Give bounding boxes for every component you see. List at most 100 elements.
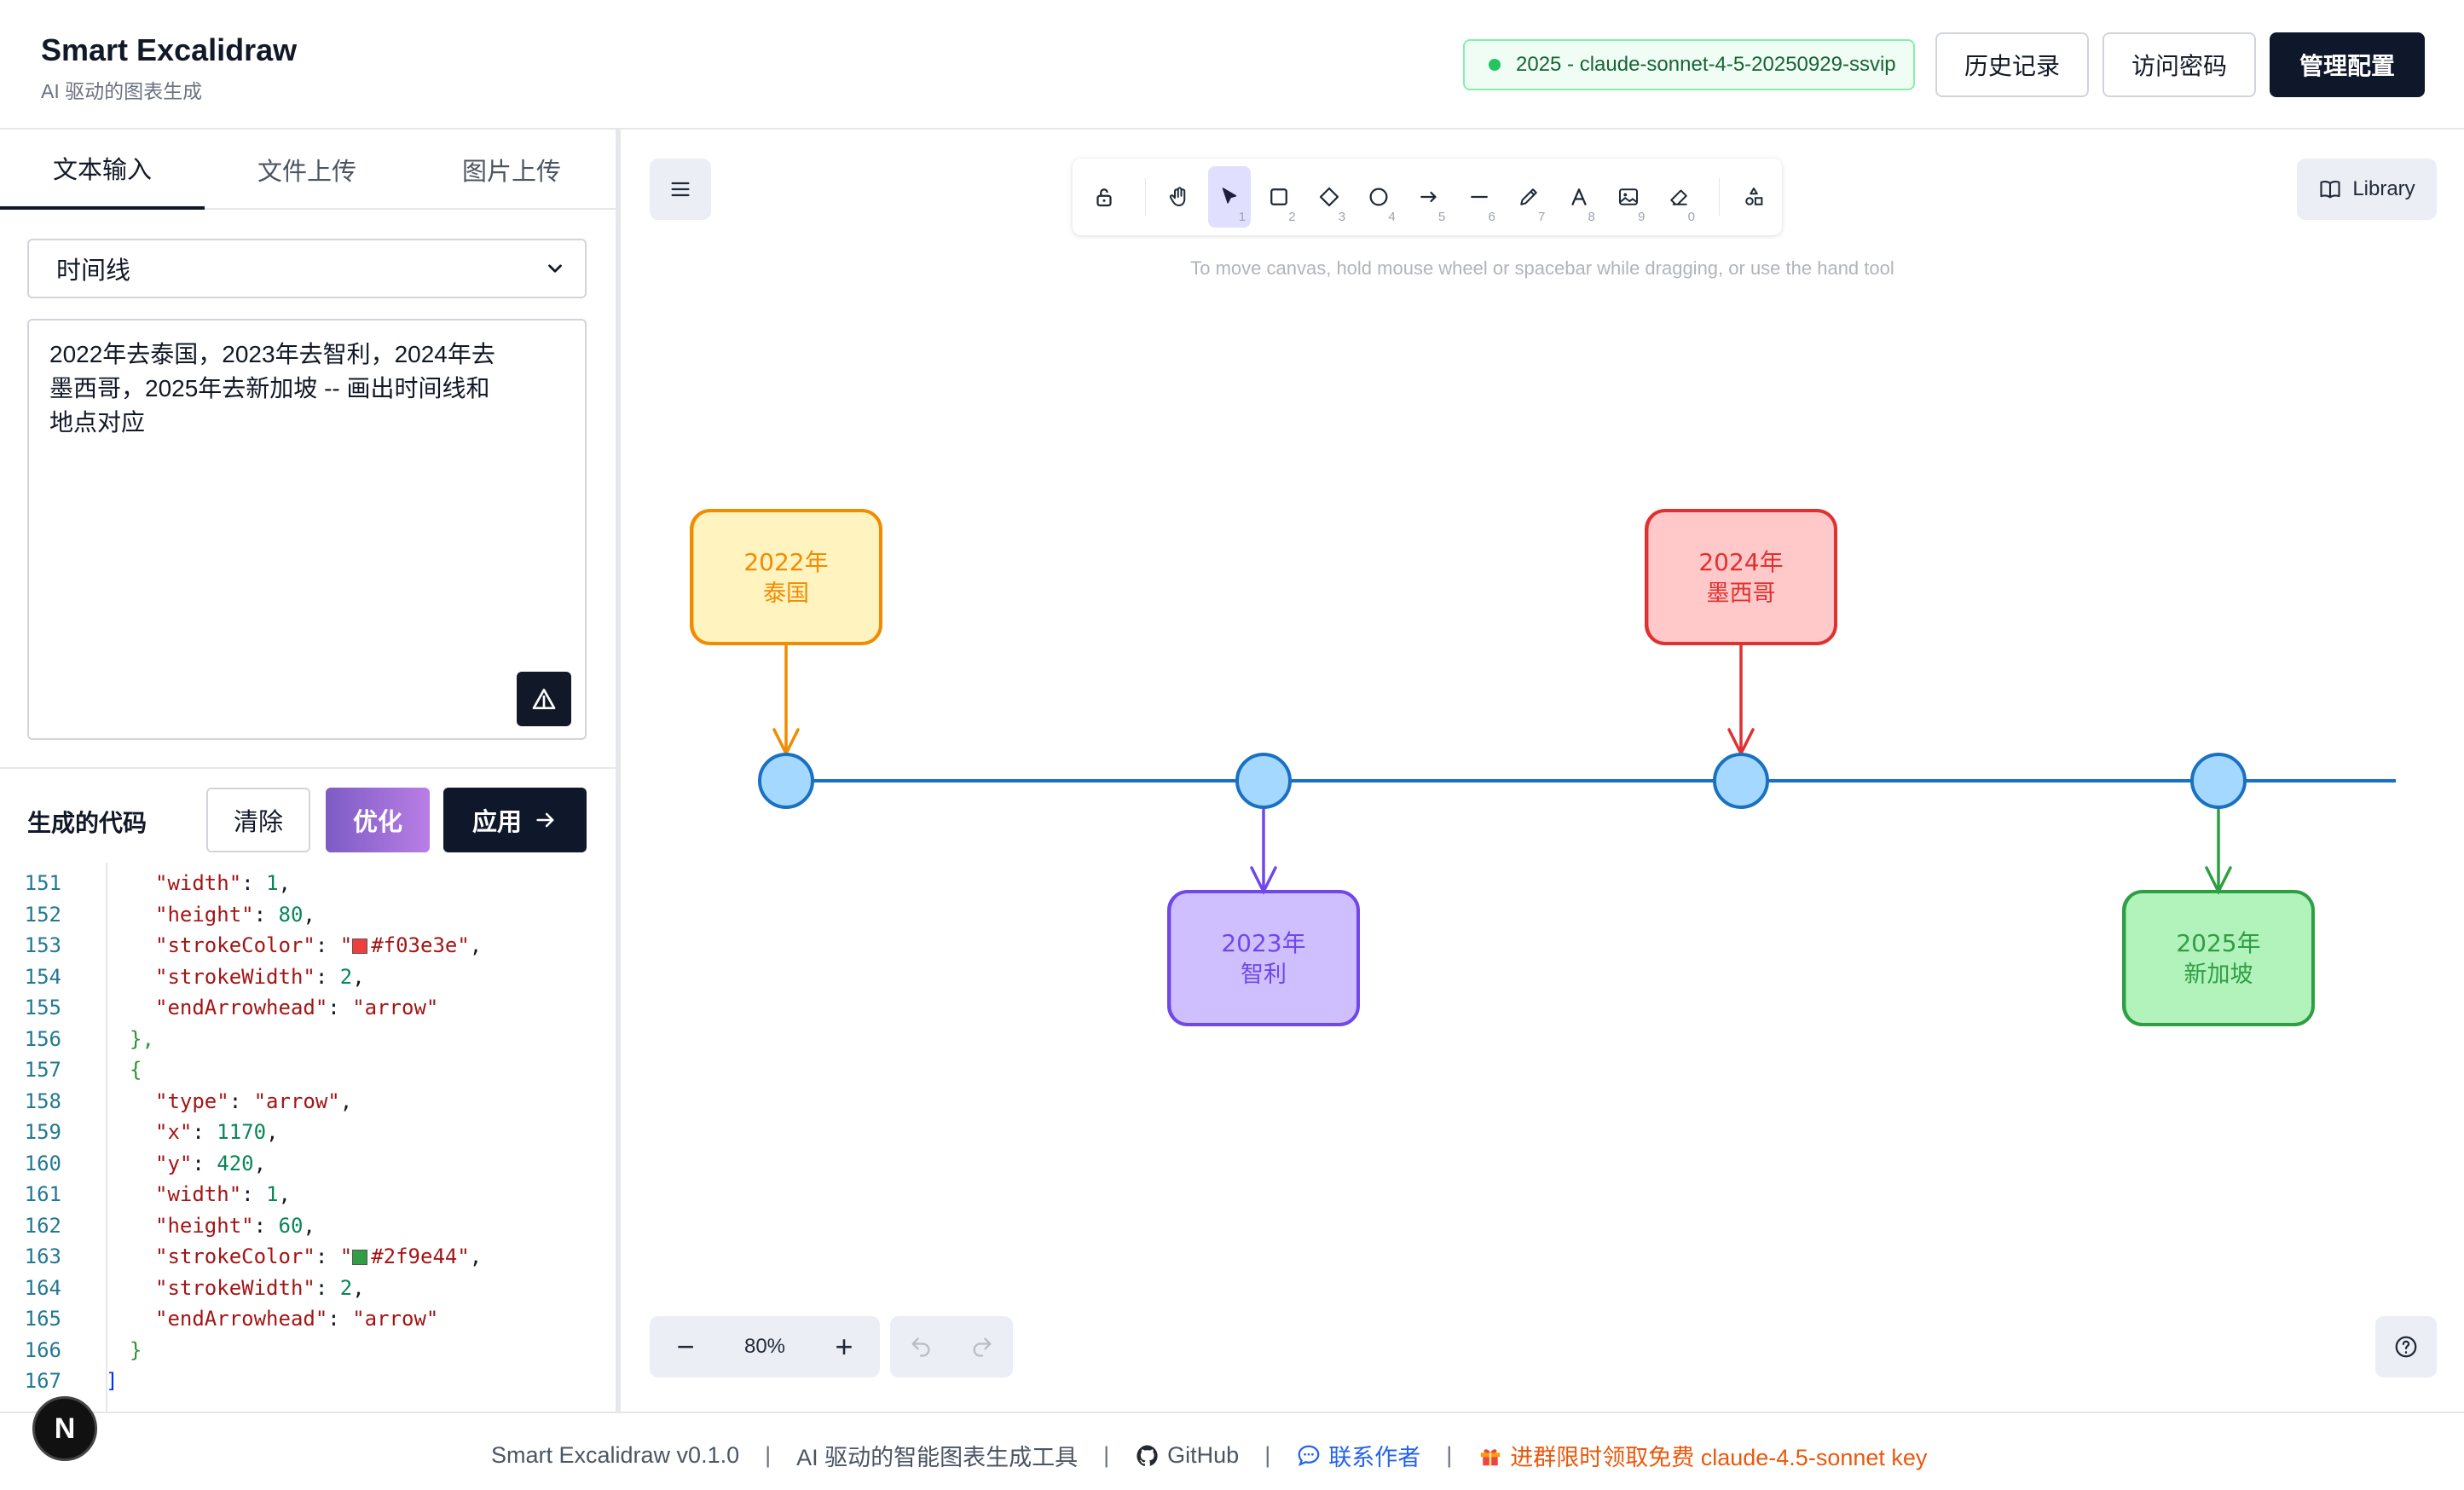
apply-button[interactable]: 应用: [443, 788, 587, 852]
model-name: 2025 - claude-sonnet-4-5-20250929-ssvip: [1516, 53, 1896, 76]
model-status-badge[interactable]: 2025 - claude-sonnet-4-5-20250929-ssvip: [1463, 39, 1915, 90]
zoom-controls: − 80% +: [650, 1316, 880, 1377]
book-icon: [2320, 181, 2340, 199]
tool-diamond[interactable]: 3: [1308, 166, 1351, 228]
line-number: 166: [24, 1337, 61, 1362]
optimize-button[interactable]: 优化: [326, 788, 430, 852]
line-number: 151: [24, 871, 61, 895]
input-tabs: 文本输入 文件上传 图片上传: [0, 130, 616, 210]
tool-shortcut-key: 1: [1238, 210, 1246, 224]
admin-config-button[interactable]: 管理配置: [2270, 32, 2425, 97]
line-number: 162: [24, 1213, 61, 1238]
code-line: 152"height": 80,: [0, 903, 616, 933]
tool-shortcut-key: 7: [1537, 210, 1546, 224]
event-year[interactable]: 2023年: [1221, 929, 1305, 957]
tool-arrow[interactable]: 5: [1408, 166, 1451, 228]
arrowhead[interactable]: [1250, 866, 1277, 895]
eraser-icon: [1669, 189, 1687, 205]
zoom-out-button[interactable]: −: [676, 1329, 695, 1364]
tab-image-upload[interactable]: 图片上传: [461, 159, 561, 186]
line-icon: [1470, 195, 1488, 199]
tool-rectangle[interactable]: 2: [1258, 166, 1301, 228]
event-box[interactable]: [1645, 509, 1837, 645]
footer-version: Smart Excalidraw v0.1.0: [491, 1442, 740, 1468]
footer-separator: |: [1264, 1442, 1271, 1468]
shapes-icon: [1744, 188, 1763, 205]
pencil-icon: [1520, 188, 1537, 205]
footer-links: Smart Excalidraw v0.1.0 | AI 驱动的智能图表生成工具…: [491, 1439, 1927, 1472]
tool-ellipse[interactable]: 4: [1357, 166, 1401, 228]
panel-splitter[interactable]: [616, 130, 621, 1412]
timeline-node[interactable]: [2190, 753, 2247, 809]
event-place[interactable]: 新加坡: [2184, 962, 2253, 988]
tool-eraser[interactable]: 0: [1657, 166, 1700, 228]
event-box[interactable]: [690, 509, 882, 645]
code-text: "strokeWidth": 2,: [155, 1275, 365, 1300]
timeline-node[interactable]: [1713, 753, 1769, 809]
prompt-line: 地点对应: [49, 409, 146, 436]
footer-separator: |: [1446, 1442, 1453, 1468]
help-button[interactable]: [2375, 1316, 2437, 1377]
line-number: 158: [24, 1089, 61, 1113]
tab-file-upload[interactable]: 文件上传: [257, 159, 356, 186]
arrow-icon: [1420, 191, 1437, 203]
contact-author-link[interactable]: 联系作者: [1328, 1445, 1421, 1470]
code-line: 158"type": "arrow",: [0, 1089, 616, 1120]
tool-text[interactable]: 8: [1557, 166, 1600, 228]
event-year[interactable]: 2022年: [743, 548, 828, 576]
tool-lock[interactable]: [1083, 166, 1126, 228]
timeline-node[interactable]: [1235, 753, 1292, 809]
zoom-in-button[interactable]: +: [835, 1329, 853, 1364]
code-text: "height": 80,: [155, 902, 315, 927]
code-line: 164"strokeWidth": 2,: [0, 1276, 616, 1307]
github-link[interactable]: GitHub: [1167, 1442, 1240, 1468]
clear-button[interactable]: 清除: [206, 788, 310, 852]
promo-link[interactable]: 进群限时领取免费 claude-4.5-sonnet key: [1510, 1445, 1928, 1470]
tool-pencil[interactable]: 7: [1507, 166, 1551, 228]
main-menu-button[interactable]: [650, 159, 711, 220]
access-password-button[interactable]: 访问密码: [2102, 32, 2256, 97]
github-icon[interactable]: [1135, 1443, 1160, 1469]
nextjs-dev-badge[interactable]: N: [32, 1396, 97, 1461]
tool-line[interactable]: 6: [1457, 166, 1501, 228]
event-place[interactable]: 墨西哥: [1707, 580, 1776, 607]
event-box[interactable]: [1167, 890, 1360, 1026]
tab-text-input[interactable]: 文本输入: [0, 130, 205, 210]
tool-shapes[interactable]: [1732, 166, 1775, 228]
tool-shortcut-key: 0: [1687, 210, 1695, 224]
event-box[interactable]: [2122, 890, 2315, 1026]
history-button[interactable]: 历史记录: [1935, 32, 2089, 97]
footer-separator: |: [765, 1442, 772, 1468]
code-editor[interactable]: 151"width": 1,152"height": 80,153"stroke…: [0, 863, 616, 1412]
prompt-textarea[interactable]: 2022年去泰国，2023年去智利，2024年去 墨西哥，2025年去新加坡 -…: [27, 319, 587, 740]
undo-icon[interactable]: [909, 1335, 933, 1359]
gift-icon[interactable]: [1478, 1443, 1503, 1469]
event-place[interactable]: 泰国: [763, 580, 809, 607]
generate-button[interactable]: [517, 672, 571, 726]
tool-selection[interactable]: 1: [1207, 166, 1252, 228]
app-header: Smart Excalidraw AI 驱动的图表生成 2025 - claud…: [0, 0, 2464, 130]
event-year[interactable]: 2024年: [1698, 548, 1783, 576]
code-line: 157{: [0, 1058, 616, 1089]
timeline-node[interactable]: [758, 753, 814, 809]
event-year[interactable]: 2025年: [2176, 929, 2260, 957]
line-number: 160: [24, 1151, 61, 1175]
chart-type-value: 时间线: [56, 257, 131, 285]
redo-icon[interactable]: [970, 1335, 994, 1359]
app-title: Smart Excalidraw: [41, 32, 298, 67]
chart-type-select[interactable]: 时间线: [27, 239, 587, 298]
code-text: "strokeColor": "#f03e3e",: [155, 933, 483, 957]
zoom-level[interactable]: 80%: [743, 1335, 786, 1358]
event-place[interactable]: 智利: [1241, 962, 1287, 988]
canvas-hint: To move canvas, hold mouse wheel or spac…: [1190, 257, 1894, 279]
chat-bubble-icon[interactable]: [1296, 1443, 1322, 1469]
tool-hand[interactable]: [1158, 166, 1201, 228]
rectangle-icon: [1270, 188, 1288, 205]
selection-icon: [1222, 188, 1237, 204]
tool-image[interactable]: 9: [1607, 166, 1651, 228]
arrowhead[interactable]: [2205, 866, 2232, 895]
footer: Smart Excalidraw v0.1.0 | AI 驱动的智能图表生成工具…: [0, 1412, 2464, 1490]
library-button[interactable]: Library: [2297, 159, 2437, 220]
